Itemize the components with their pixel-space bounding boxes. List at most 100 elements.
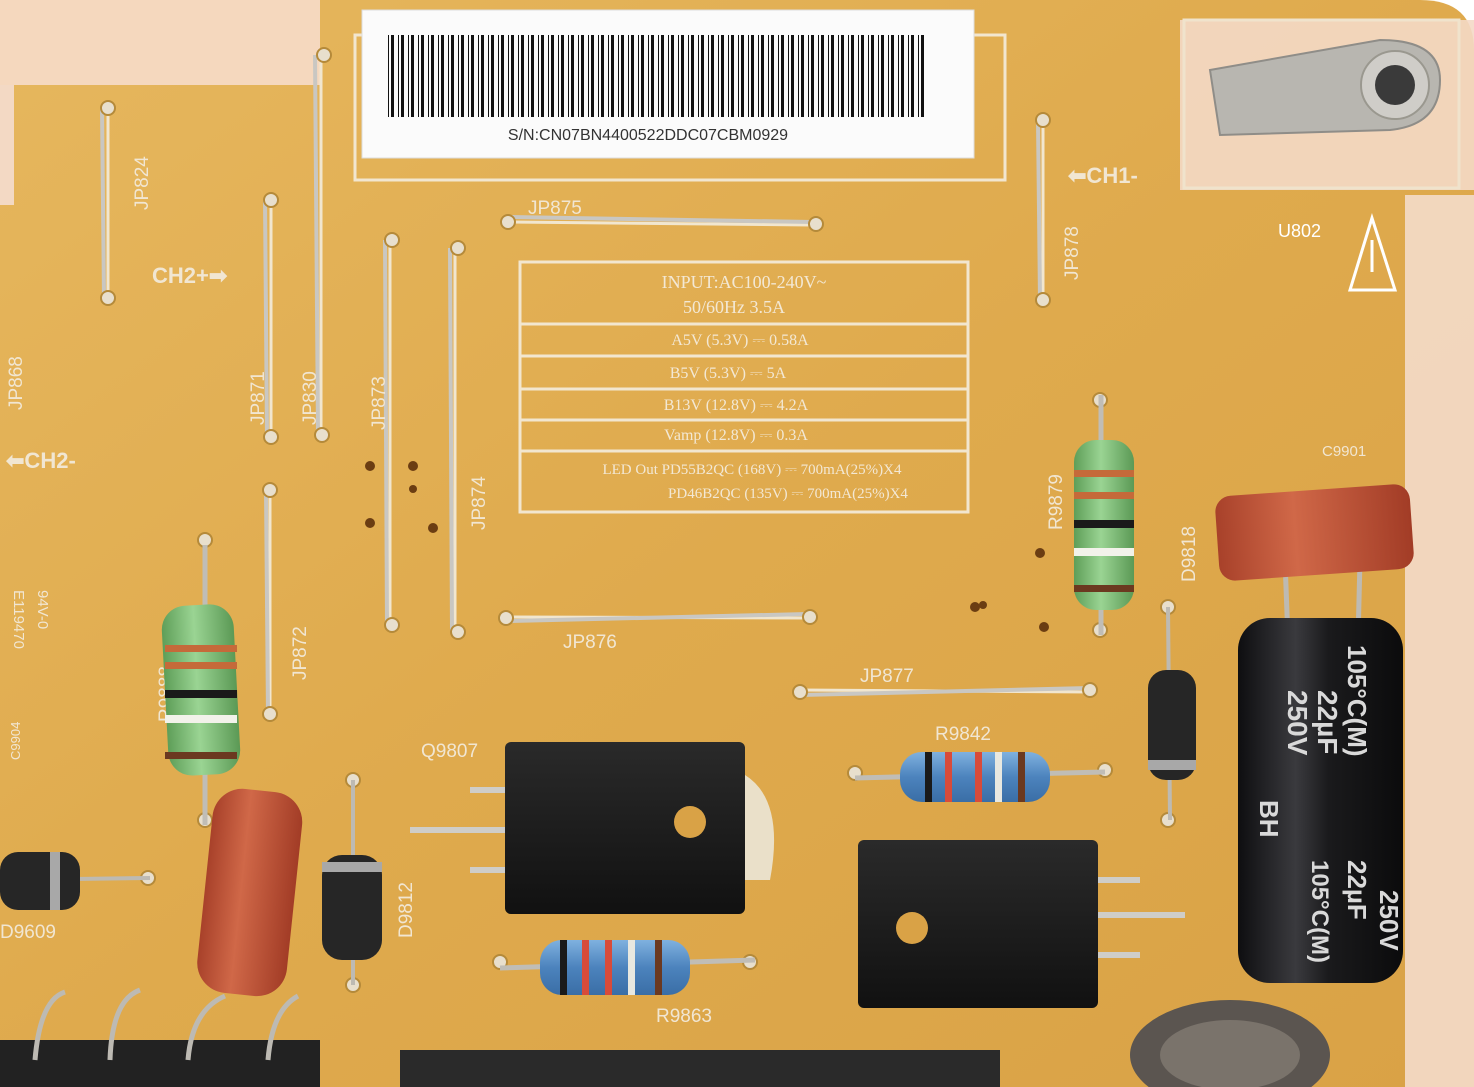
barcode-bar: [738, 35, 739, 117]
label-c9904: C9904: [8, 722, 23, 760]
barcode-bar: [518, 35, 519, 117]
barcode-bar: [538, 35, 539, 117]
barcode-bar: [591, 35, 594, 117]
barcode-bar: [631, 35, 634, 117]
barcode-bar: [821, 35, 824, 117]
barcode-bar: [481, 35, 484, 117]
barcode-bar: [788, 35, 789, 117]
label-c9901: C9901: [1322, 443, 1366, 460]
barcode-bar: [498, 35, 499, 117]
barcode-bar: [578, 35, 579, 117]
barcode-bar: [918, 35, 919, 117]
label-jp824: JP824: [132, 156, 153, 210]
label-jp876: JP876: [563, 632, 617, 653]
barcode-bar: [761, 35, 764, 117]
barcode-bar: [401, 35, 404, 117]
barcode-bar: [911, 35, 914, 117]
silk-labels: JP824 JP868 JP871 JP830 JP873 JP874 JP87…: [0, 156, 1366, 1027]
label-ch2-plus: CH2+➡: [152, 263, 228, 288]
barcode-bar: [651, 35, 654, 117]
barcode-bar: [561, 35, 564, 117]
barcode-bar: [528, 35, 529, 117]
barcode-bar: [848, 35, 849, 117]
label-ul-94v0: 94V-0: [34, 590, 51, 629]
barcode-bar: [608, 35, 609, 117]
barcode-bar: [888, 35, 889, 117]
lug-outline: [1182, 18, 1461, 190]
barcode-bar: [801, 35, 804, 117]
barcode-bar: [441, 35, 444, 117]
barcode-bar: [521, 35, 524, 117]
barcode-bar: [811, 35, 814, 117]
diode-d9609: [0, 852, 151, 910]
barcode-bar: [708, 35, 709, 117]
cap-line2: 22µF: [1312, 690, 1343, 754]
barcode-bar: [658, 35, 659, 117]
spec-row-a5v: A5V (5.3V) ⎓ 0.58A: [671, 332, 809, 349]
transistor-right: [858, 840, 1185, 1008]
barcode-bar: [611, 35, 614, 117]
silk-zone-left-strip: [0, 85, 14, 205]
barcode-bar: [618, 35, 619, 117]
barcode-bar: [598, 35, 599, 117]
film-capacitor-left: [197, 788, 303, 997]
barcode-bar: [411, 35, 414, 117]
barcode-bar: [568, 35, 569, 117]
barcode-bar: [721, 35, 724, 117]
resistor-r9863: [499, 940, 756, 995]
barcode-bar: [851, 35, 854, 117]
label-jp873: JP873: [369, 376, 390, 430]
barcode-bar: [748, 35, 749, 117]
barcode-bar: [758, 35, 759, 117]
barcode-bar: [678, 35, 679, 117]
barcode-bar: [791, 35, 794, 117]
barcode-bar: [648, 35, 649, 117]
barcode-bar: [438, 35, 439, 117]
label-r9863: R9863: [656, 1006, 712, 1027]
barcode-bar: [531, 35, 534, 117]
barcode-bar: [878, 35, 879, 117]
barcode-bar: [458, 35, 459, 117]
barcode-bar: [601, 35, 604, 117]
barcode-bar: [701, 35, 704, 117]
label-q9807: Q9807: [421, 741, 478, 762]
barcode-bar: [778, 35, 779, 117]
label-jp874: JP874: [469, 476, 490, 530]
spec-input-line1: INPUT:AC100-240V~: [662, 272, 827, 292]
barcode-bar: [828, 35, 829, 117]
barcode-bar: [628, 35, 629, 117]
label-r9879: R9879: [1046, 474, 1067, 530]
barcode: [388, 35, 924, 117]
label-r9842: R9842: [935, 724, 991, 745]
barcode-bar: [868, 35, 869, 117]
barcode-bar: [688, 35, 689, 117]
barcode-bar: [541, 35, 544, 117]
barcode-bar: [711, 35, 714, 117]
barcode-bar: [671, 35, 674, 117]
label-jp871: JP871: [248, 371, 269, 425]
jumper-wires-metal: [100, 54, 1091, 715]
barcode-bar: [491, 35, 494, 117]
barcode-bar: [388, 35, 389, 117]
barcode-bar: [418, 35, 419, 117]
barcode-bar: [798, 35, 799, 117]
barcode-bar: [768, 35, 769, 117]
label-jp878: JP878: [1062, 226, 1083, 280]
warning-triangle-icon: [1347, 212, 1398, 292]
spec-led-line2: PD46B2QC (135V) ⎓ 700mA(25%)X4: [668, 486, 908, 502]
barcode-bar: [428, 35, 429, 117]
barcode-bar: [781, 35, 784, 117]
spec-led-line1: LED Out PD55B2QC (168V) ⎓ 700mA(25%)X4: [602, 462, 902, 478]
barcode-bar: [901, 35, 904, 117]
label-d9818: D9818: [1179, 526, 1200, 582]
transistor-q9807: [410, 742, 775, 914]
barcode-bar: [551, 35, 554, 117]
barcode-bar: [871, 35, 874, 117]
bottom-components: [0, 987, 1330, 1087]
barcode-bar: [581, 35, 584, 117]
label-jp868: JP868: [6, 356, 27, 410]
resistor-r9888: [161, 545, 241, 825]
barcode-bar: [908, 35, 909, 117]
